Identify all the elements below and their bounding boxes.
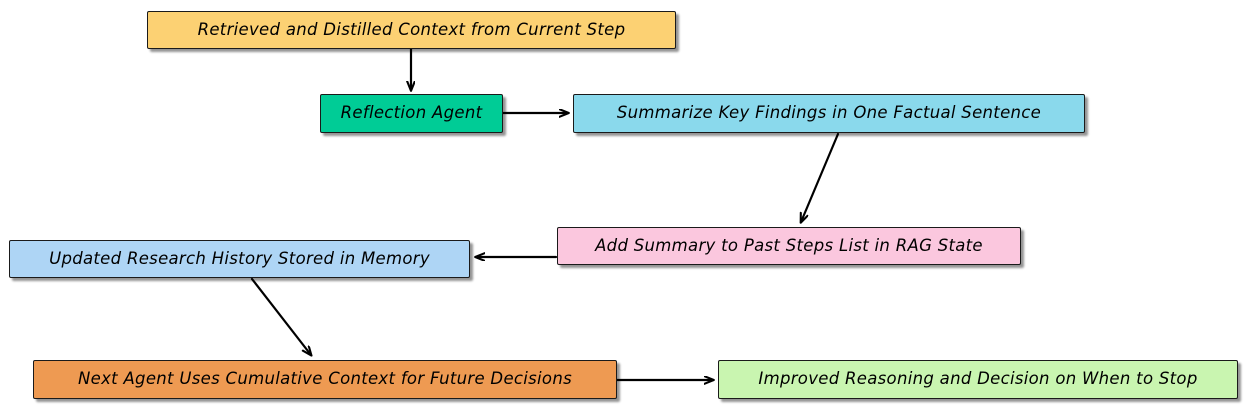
- node-next-agent-context-label: Next Agent Uses Cumulative Context for F…: [78, 369, 572, 389]
- edge-history-to-next-agent: [250, 277, 311, 355]
- node-add-summary-rag[interactable]: Add Summary to Past Steps List in RAG St…: [557, 227, 1021, 265]
- node-updated-history[interactable]: Updated Research History Stored in Memor…: [9, 240, 470, 278]
- node-summarize-findings-label: Summarize Key Findings in One Factual Se…: [616, 103, 1042, 123]
- node-improved-reasoning-label: Improved Reasoning and Decision on When …: [758, 369, 1198, 389]
- node-summarize-findings[interactable]: Summarize Key Findings in One Factual Se…: [573, 94, 1085, 133]
- node-updated-history-label: Updated Research History Stored in Memor…: [49, 248, 430, 268]
- node-reflection-agent-label: Reflection Agent: [340, 103, 483, 123]
- node-retrieved-context[interactable]: Retrieved and Distilled Context from Cur…: [147, 11, 676, 49]
- node-next-agent-context[interactable]: Next Agent Uses Cumulative Context for F…: [33, 360, 617, 399]
- node-retrieved-context-label: Retrieved and Distilled Context from Cur…: [197, 19, 626, 39]
- node-improved-reasoning[interactable]: Improved Reasoning and Decision on When …: [718, 360, 1238, 399]
- node-reflection-agent[interactable]: Reflection Agent: [320, 94, 503, 133]
- edge-summarize-to-rag: [801, 132, 840, 222]
- node-add-summary-rag-label: Add Summary to Past Steps List in RAG St…: [595, 235, 983, 255]
